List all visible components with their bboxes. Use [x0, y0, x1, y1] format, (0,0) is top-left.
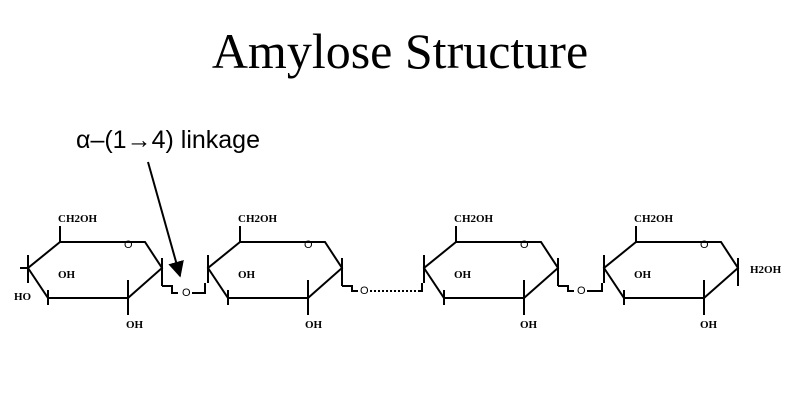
linkage-arrow	[147, 161, 184, 278]
ring-oxygen: O	[124, 239, 133, 251]
ch2oh-label: CH2OH	[238, 213, 278, 225]
bridge-oxygen-3: O	[577, 285, 586, 297]
oh-bottom-label: OH	[700, 319, 718, 331]
oh-bottom-label: OH	[520, 319, 538, 331]
glucose-unit-3: CH2OH O OH OH	[422, 213, 560, 331]
linkage-label: α–(1→4) linkage	[76, 126, 260, 154]
oh-left-label: OH	[238, 269, 256, 281]
oh-bottom-label: OH	[305, 319, 323, 331]
oh-left-label: OH	[634, 269, 652, 281]
glucose-unit-4: CH2OH O OH OH	[602, 213, 740, 331]
glucose-unit-2: CH2OH O OH OH	[206, 213, 344, 331]
bridge-oxygen-1: O	[182, 287, 191, 299]
oh-left-label: OH	[58, 269, 76, 281]
right-terminal-h2oh: H2OH	[750, 264, 782, 276]
ring-oxygen: O	[520, 239, 529, 251]
glucose-unit-1: CH2OH O OH OH	[26, 213, 164, 331]
ring-oxygen: O	[304, 239, 313, 251]
ch2oh-label: CH2OH	[454, 213, 494, 225]
ch2oh-label: CH2OH	[58, 213, 98, 225]
ch2oh-label: CH2OH	[634, 213, 674, 225]
bridge-oxygen-2: O	[360, 285, 369, 297]
diagram-title: Amylose Structure	[211, 23, 589, 79]
left-terminal-ho: HO	[14, 291, 32, 303]
oh-bottom-label: OH	[126, 319, 144, 331]
ring-oxygen: O	[700, 239, 709, 251]
oh-left-label: OH	[454, 269, 472, 281]
